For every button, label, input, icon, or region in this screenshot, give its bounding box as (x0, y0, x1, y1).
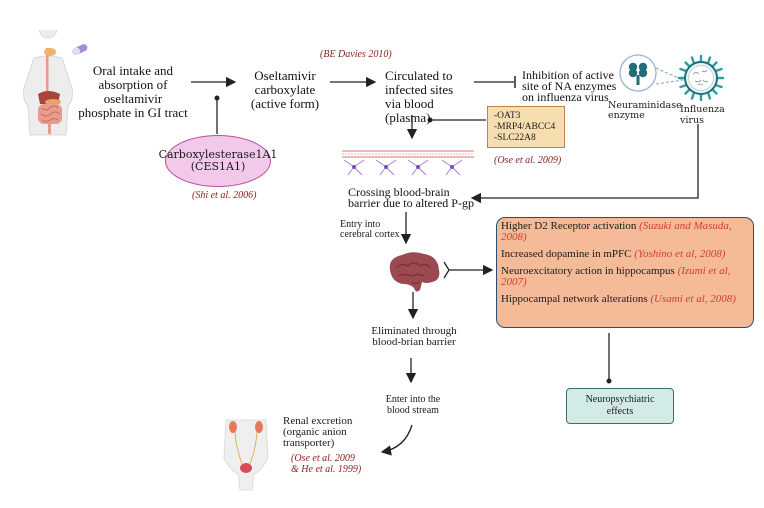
text-line: Inhibition of active (522, 68, 614, 82)
text-line: effects (606, 406, 634, 417)
text-line: Neuraminidase (608, 100, 682, 111)
effect-citation: (Izumi et al, 2007) (501, 265, 731, 288)
crossing-bbb-label: Crossing blood-brain barrier due to alte… (348, 185, 488, 210)
text-line: (organic anion (283, 426, 347, 438)
text-line: phosphate in GI tract (78, 105, 188, 120)
text-line: via blood (385, 96, 434, 111)
text-line: infected sites (385, 82, 454, 97)
effect-text: Neuroexcitatory action in hippocampus (501, 265, 678, 277)
effect-item: Higher D2 Receptor activation (Suzuki an… (501, 221, 749, 243)
dashed-link (655, 79, 684, 85)
text-line: cerebral cortex (340, 229, 400, 240)
text-line: Oseltamivir (254, 68, 316, 83)
blood-brain-barrier-icon (342, 150, 474, 176)
human-digestive-system-icon (23, 30, 88, 136)
text-line: Eliminated through (371, 325, 457, 337)
connector-dot (214, 95, 220, 101)
transporter-box: -OAT3 -MRP4/ABCC4 -SLC22A8 (487, 106, 565, 148)
effect-citation: (Usami et al, 2008) (650, 293, 736, 305)
arrow-virus-to-crossing (470, 124, 699, 204)
text-line: carboxylate (254, 82, 316, 97)
text-line: transporter) (283, 437, 335, 449)
connector-dot (606, 378, 612, 384)
text-line: Renal excretion (283, 415, 353, 427)
citation-ose: (Ose et al. 2009) (494, 155, 562, 166)
text-line: Crossing blood-brain (348, 185, 450, 199)
citation-davies: (BE Davies 2010) (320, 49, 392, 60)
arrow-to-renal (380, 424, 413, 456)
effect-item: Hippocampal network alterations (Usami e… (501, 294, 749, 305)
text-line: Neuropsychiatric (585, 394, 655, 405)
effect-text: Higher D2 Receptor activation (501, 220, 640, 232)
citation-shi: (Shi et al. 2006) (192, 190, 257, 201)
text-line: Circulated to (385, 68, 453, 83)
text-line: oseltamivir (103, 91, 163, 106)
transporter-item: -SLC22A8 (494, 133, 536, 143)
effect-text: Increased dopamine in mPFC (501, 248, 635, 260)
neuro-effects-box: Higher D2 Receptor activation (Suzuki an… (496, 217, 754, 328)
text-line: blood stream (387, 405, 439, 416)
renal-excretion-label: Renal excretion (organic anion transport… (283, 416, 352, 449)
eliminated-label: Eliminated through blood-brian barrier (364, 326, 464, 348)
effect-citation: (Yoshino et al, 2008) (634, 248, 726, 260)
text-line: blood-brian barrier (372, 336, 456, 348)
text-line: Carboxylesterase1A1 (158, 148, 278, 161)
text-line: & He et al. 1999) (291, 464, 362, 475)
text-line: Entry into (340, 219, 381, 230)
bloodstream-label: Enter into the blood stream (376, 394, 450, 416)
carboxylesterase-node: Carboxylesterase1A1 (CES1A1) (159, 135, 277, 187)
influenza-label: Influenza virus (680, 104, 725, 126)
influenza-virus-icon (677, 54, 725, 102)
text-line: Oral intake and (92, 63, 174, 78)
text-line: (active form) (250, 96, 320, 111)
neuraminidase-enzyme-icon (619, 54, 657, 92)
citation-renal: (Ose et al. 2009 & He et al. 1999) (291, 453, 361, 475)
text-line: (plasma) (385, 110, 431, 125)
inhibition-label: Inhibition of active site of NA enzymes … (522, 68, 642, 104)
effect-text: Hippocampal network alterations (501, 293, 651, 305)
text-line: virus (680, 115, 704, 126)
text-line: absorption of (98, 77, 168, 92)
entry-cortex-label: Entry into cerebral cortex (340, 220, 400, 240)
circulated-label: Circulated to infected sites via blood (… (385, 69, 475, 125)
transporter-item: -OAT3 (494, 111, 521, 121)
connector-dot (427, 117, 433, 123)
effect-item: Neuroexcitatory action in hippocampus (I… (501, 266, 749, 288)
text-line: site of NA enzymes (522, 79, 617, 93)
oral-intake-label: Oral intake and absorption of oseltamivi… (78, 64, 188, 120)
text-line: barrier due to altered P-gp (348, 196, 474, 210)
brain-icon (389, 252, 440, 292)
neuraminidase-label: Neuraminidase enzyme (608, 101, 682, 121)
effect-item: Increased dopamine in mPFC (Yoshino et a… (501, 249, 749, 260)
text-line: Influenza (680, 104, 725, 115)
transporter-item: -MRP4/ABCC4 (494, 122, 556, 132)
neuropsychiatric-effects-node: Neuropsychiatric effects (566, 388, 674, 424)
effect-citation: (Suzuki and Masuda, 2008) (501, 220, 732, 243)
fork-brain (443, 261, 450, 279)
active-form-label: Oseltamivir carboxylate (active form) (240, 69, 330, 111)
text-line: Enter into the (385, 394, 441, 405)
kidney-urinary-icon (223, 419, 269, 491)
text-line: (CES1A1) (190, 160, 246, 173)
text-line: (Ose et al. 2009 (291, 453, 355, 464)
text-line: enzyme (608, 110, 645, 121)
text-line: on influenza virus (522, 90, 609, 104)
